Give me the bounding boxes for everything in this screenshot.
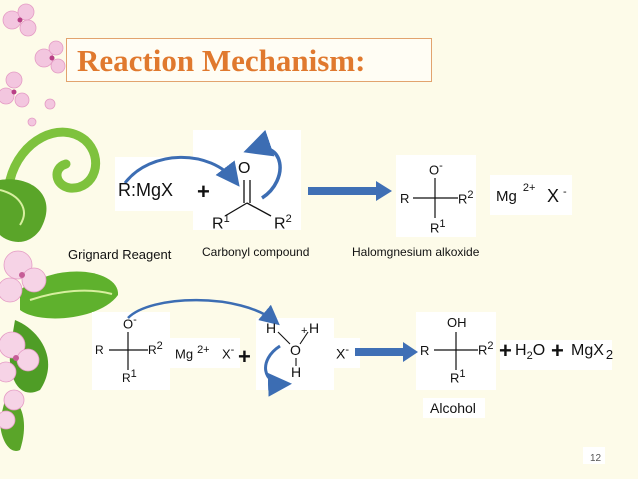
alkoxide-r1: R1 — [430, 218, 446, 236]
plus-sign-4: + — [551, 338, 564, 363]
reaction-arrow-2 — [355, 342, 418, 362]
alkoxide-r-2: R — [95, 343, 104, 357]
water-product: H2O — [515, 342, 546, 363]
alkoxide-r1-2: R1 — [122, 368, 137, 385]
halide-ion-2: X- — [222, 344, 235, 362]
water-hydrogen-right: H — [309, 320, 320, 336]
halide-ion: X- — [547, 186, 567, 206]
caption-halomagnesium-alkoxide: Halomgnesium alkoxide — [352, 245, 480, 259]
electron-arrow-alkoxide — [127, 298, 280, 326]
alcohol-r: R — [420, 343, 430, 358]
water-bonds — [277, 331, 309, 366]
water-hydrogen-bottom: H — [291, 364, 302, 380]
electron-arrow-carbonyl — [243, 129, 282, 200]
carbonyl-oxygen: O — [238, 160, 251, 177]
alkoxide-r2-2: R2 — [148, 340, 163, 357]
alcohol-r2: R2 — [478, 340, 494, 358]
grignard-reagent-formula: R:MgX — [118, 180, 174, 200]
plus-sign-3: + — [499, 338, 512, 363]
alkoxide-bonds-1 — [413, 178, 458, 218]
water-hydrogen-left: H — [266, 320, 277, 336]
alkoxide-bonds-2 — [109, 332, 148, 370]
reaction-arrow-1 — [308, 181, 392, 201]
electron-arrow-reagent — [123, 155, 240, 187]
alkoxide-r: R — [400, 191, 410, 206]
caption-grignard-reagent: Grignard Reagent — [68, 247, 172, 262]
alcohol-r1: R1 — [450, 368, 466, 386]
electron-arrow-water — [264, 344, 292, 397]
caption-alcohol: Alcohol — [430, 400, 476, 416]
slide-title: Reaction Mechanism: — [77, 43, 366, 78]
plus-sign-2: + — [238, 344, 251, 369]
alkoxide-r2: R2 — [458, 189, 474, 207]
water-oxygen: O — [290, 342, 301, 358]
alkoxide-oxygen-2: O- — [123, 314, 137, 332]
alcohol-hydroxyl: OH — [447, 315, 467, 330]
title-box: Reaction Mechanism: — [66, 38, 432, 82]
caption-carbonyl-compound: Carbonyl compound — [202, 245, 310, 259]
carbonyl-bonds — [224, 180, 272, 217]
alcohol-bonds — [434, 332, 478, 370]
water-plus-charge: + — [301, 325, 308, 337]
plus-sign: + — [197, 179, 210, 204]
halide-ion-3: X- — [336, 344, 350, 362]
page-number: 12 — [590, 453, 602, 464]
flower-decoration-bottom — [0, 250, 47, 430]
green-swirl-decoration — [5, 127, 101, 193]
carbonyl-r1: R1 — [212, 213, 230, 233]
alkoxide-oxygen: O- — [429, 160, 443, 178]
carbonyl-r2: R2 — [274, 213, 292, 233]
